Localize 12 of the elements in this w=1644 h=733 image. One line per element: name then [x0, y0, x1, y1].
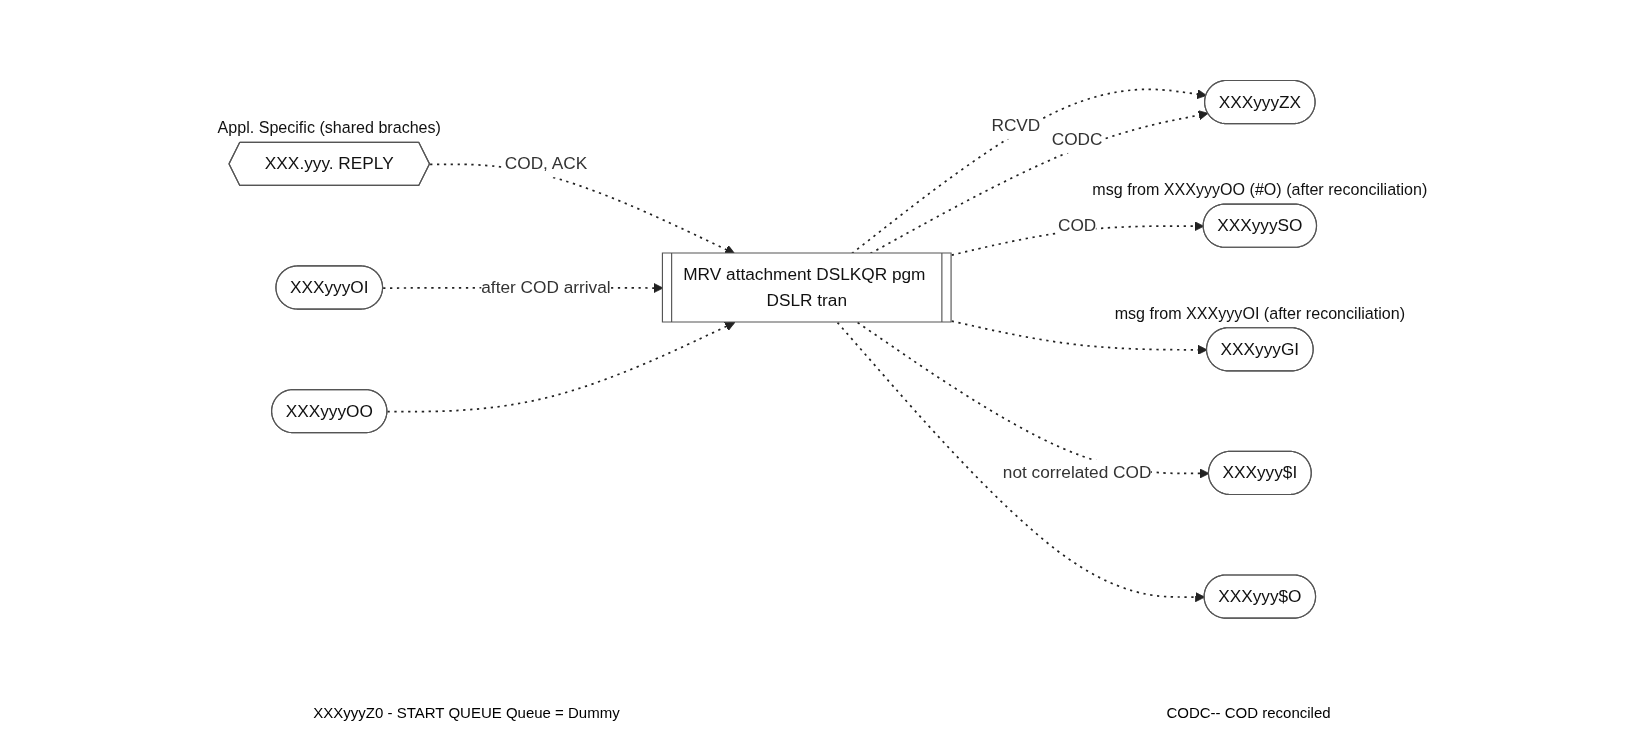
note-text: CODC-- COD reconciled — [1166, 704, 1331, 721]
note-text: XXXyyyZ0 - START QUEUE Queue = Dummy — [313, 704, 620, 721]
edge-label: COD, ACK — [504, 152, 587, 173]
edge-label: after COD arrival — [480, 276, 611, 297]
edge-label: CODC — [1051, 128, 1103, 149]
edge-label: COD — [1057, 214, 1096, 235]
node-caption: Appl. Specific (shared braches) — [217, 117, 441, 136]
node-caption: msg from XXXyyyOO (#O) (after reconciliation) — [1091, 179, 1427, 198]
node-caption: msg from XXXyyyOI (after reconciliation) — [1114, 303, 1405, 322]
edge-label: not correlated COD — [1002, 461, 1151, 482]
arrow — [386, 321, 735, 413]
edge-label: RCVD — [990, 114, 1040, 135]
